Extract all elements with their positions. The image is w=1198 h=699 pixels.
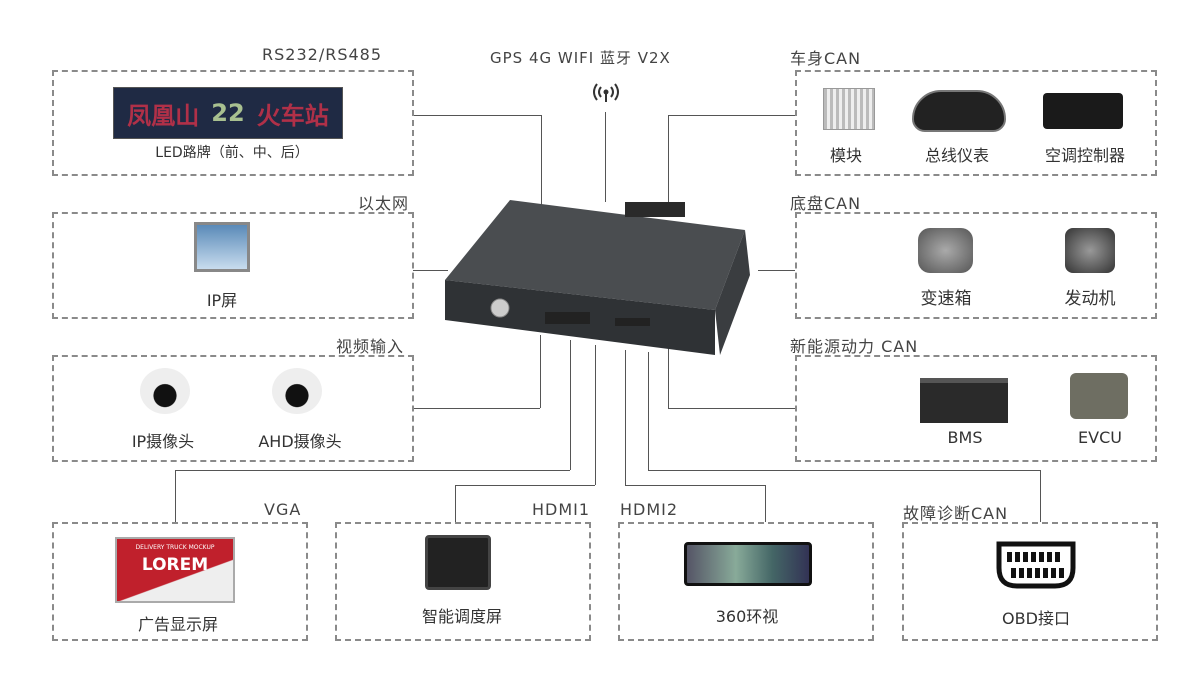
ad-screen-image: DELIVERY TRUCK MOCKUP LOREM	[115, 537, 235, 603]
group-title-hdmi2: HDMI2	[620, 500, 679, 519]
connector	[648, 352, 649, 470]
item-label: IP摄像头	[131, 432, 195, 451]
ahd-camera-image	[272, 368, 322, 414]
dispatch-screen-image	[425, 535, 491, 590]
gearbox-image	[918, 228, 973, 273]
group-ethernet	[52, 212, 414, 319]
led-text: 火车站	[256, 101, 329, 130]
connector	[541, 115, 542, 207]
group-title-hdmi1: HDMI1	[532, 500, 591, 519]
connector	[540, 335, 541, 408]
connector	[605, 112, 606, 202]
item-label: OBD接口	[1002, 609, 1070, 628]
ad-top-text: DELIVERY TRUCK MOCKUP	[135, 544, 215, 551]
group-title-vga: VGA	[264, 500, 302, 519]
group-obd-can	[902, 522, 1158, 641]
module-image	[823, 88, 875, 130]
connector	[668, 345, 669, 408]
surround-view-image	[684, 542, 812, 586]
connector	[595, 345, 596, 485]
connector	[455, 485, 456, 522]
connector	[648, 470, 1040, 471]
led-number: 22	[211, 99, 245, 127]
group-title-ev-can: 新能源动力 CAN	[790, 337, 919, 356]
group-title-chassis-can: 底盘CAN	[790, 194, 862, 213]
item-label: 360环视	[715, 607, 779, 626]
dashboard-image	[912, 90, 1006, 132]
connector	[765, 485, 766, 522]
group-chassis-can	[795, 212, 1157, 319]
item-label: LED路牌（前、中、后）	[155, 145, 309, 161]
group-title-ethernet: 以太网	[358, 194, 410, 213]
group-title-rs232: RS232/RS485	[262, 45, 383, 64]
group-video	[52, 355, 414, 462]
connector	[455, 485, 595, 486]
item-label: EVCU	[1078, 428, 1122, 447]
item-label: 总线仪表	[924, 146, 990, 165]
item-label: 广告显示屏	[137, 615, 219, 634]
item-label: 模块	[829, 146, 863, 165]
engine-image	[1065, 228, 1115, 273]
group-title-obd-can: 故障诊断CAN	[903, 504, 1009, 523]
connector	[758, 270, 795, 271]
evcu-image	[1070, 373, 1128, 419]
item-label: IP屏	[206, 291, 238, 310]
connector	[413, 115, 541, 116]
item-label: 智能调度屏	[421, 607, 503, 626]
connector	[570, 340, 571, 470]
connector	[1040, 470, 1041, 522]
group-vga	[52, 522, 308, 641]
connector	[175, 470, 176, 522]
connector	[668, 115, 669, 212]
connector	[668, 115, 795, 116]
ip-screen-image	[194, 222, 250, 272]
group-ev-can	[795, 355, 1157, 462]
bms-image	[920, 378, 1008, 423]
connector	[625, 485, 765, 486]
connector	[625, 350, 626, 485]
group-title-body-can: 车身CAN	[790, 49, 862, 68]
item-label: 发动机	[1064, 289, 1116, 309]
vehicle-terminal-device	[445, 200, 750, 355]
connector	[175, 470, 570, 471]
connector	[413, 408, 540, 409]
group-rs232	[52, 70, 414, 176]
obd-connector-icon	[996, 541, 1076, 589]
connector	[668, 408, 795, 409]
item-label: AHD摄像头	[258, 432, 342, 451]
item-label: BMS	[947, 428, 983, 447]
connector	[413, 270, 448, 271]
led-sign: 凤凰山 22 火车站	[113, 87, 343, 139]
item-label: 空调控制器	[1044, 146, 1126, 165]
ac-controller-image	[1043, 93, 1123, 129]
group-body-can	[795, 70, 1157, 176]
group-hdmi1	[335, 522, 591, 641]
group-title-video: 视频输入	[336, 337, 405, 356]
wireless-label: GPS 4G WIFI 蓝牙 V2X	[490, 49, 671, 67]
led-text: 凤凰山	[127, 101, 200, 130]
ad-logo: LOREM	[141, 555, 209, 575]
item-label: 变速箱	[920, 289, 972, 309]
ip-camera-image	[140, 368, 190, 414]
antenna-icon	[593, 83, 619, 102]
group-hdmi2	[618, 522, 874, 641]
